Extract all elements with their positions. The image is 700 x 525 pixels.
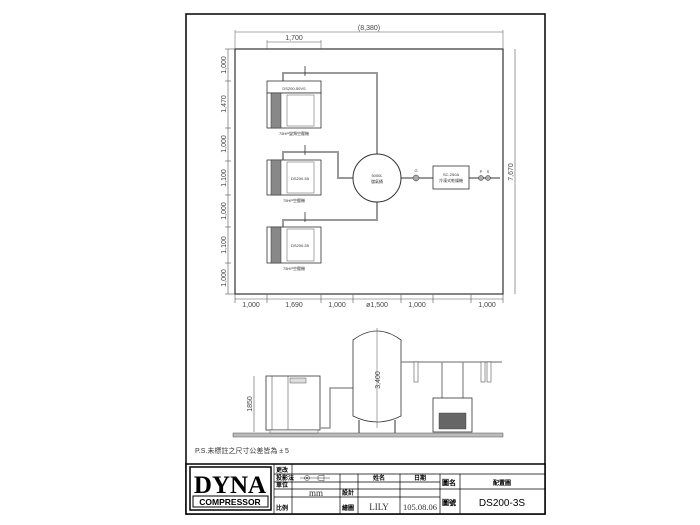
projection-label: 投影法 xyxy=(276,474,294,482)
compressor-3-caption: 75HP空壓機 xyxy=(283,265,305,271)
title-block: DYNA COMPRESSOR 更改 投影法 單位 mm 比例 設計 繪圖 姓名… xyxy=(185,463,546,515)
left-dim-6: 1,100 xyxy=(221,236,228,254)
tank-name: 儲氣桶 xyxy=(371,178,383,184)
dryer-elevation xyxy=(432,397,473,433)
plan-view: (8,380) 1,700 7,670 1,000 1,470 1,000 1,… xyxy=(221,25,516,309)
compressor-height-dim: 1850 xyxy=(247,396,254,412)
room-outline xyxy=(234,48,504,295)
left-dim-7: 1,000 xyxy=(221,269,228,287)
tank-capacity: 5000L xyxy=(371,173,383,178)
valve-g-label: G xyxy=(414,168,417,173)
top-dim: 1,700 xyxy=(285,35,303,42)
compressor-unit-3: DS200-55 75HP空壓機 xyxy=(266,226,322,271)
drawn-name: LILY xyxy=(369,502,389,512)
compressor-2-caption: 75HP空壓機 xyxy=(283,197,305,203)
left-dim-3: 1,000 xyxy=(221,135,228,153)
valve-s-icon xyxy=(485,175,491,181)
unit-label: 單位 xyxy=(276,481,288,489)
left-dim-4: 1,100 xyxy=(221,169,228,187)
compressor-3-model: DS200-55 xyxy=(291,243,310,248)
compressor-1-caption: 75HP變頻空壓機 xyxy=(279,130,309,136)
change-label: 更改 xyxy=(276,466,289,474)
air-tank-elevation: 3,400 xyxy=(352,328,402,433)
drawing-name: 配置圖 xyxy=(493,479,511,487)
compressor-elevation xyxy=(265,375,321,434)
drawing-no: DS200-3S xyxy=(479,498,525,509)
dryer-name: 冷凍式乾燥機 xyxy=(439,177,463,183)
tank-height-dim: 3,400 xyxy=(375,371,382,389)
valve-s-label: S xyxy=(487,169,490,174)
valve-p-icon xyxy=(478,175,484,181)
design-label: 設計 xyxy=(342,489,354,497)
compressor-unit-1: DS200-50VS 75HP變頻空壓機 xyxy=(266,80,322,136)
logo-compressor: COMPRESSOR xyxy=(199,497,260,507)
left-dim-5: 1,000 xyxy=(221,202,228,220)
name-header: 姓名 xyxy=(372,474,385,482)
dryer-plan: SC-250A 冷凍式乾燥機 xyxy=(432,165,470,190)
drawing-frame xyxy=(185,13,546,515)
valve-g-icon xyxy=(412,174,420,182)
unit-value: mm xyxy=(309,488,323,498)
left-dim-2: 1,470 xyxy=(221,95,228,113)
bottom-dim-2: 1,690 xyxy=(285,302,303,309)
bottom-dim-4: ø1,500 xyxy=(366,302,388,309)
date-header: 日期 xyxy=(414,474,426,482)
scale-label: 比例 xyxy=(276,504,288,512)
bottom-dim-3: 1,000 xyxy=(328,302,346,309)
air-tank-plan: 5000L 儲氣桶 xyxy=(352,153,402,203)
drawn-label: 繪圖 xyxy=(342,504,354,512)
tolerance-note: P.S.未標註之尺寸公差皆為 ± 5 xyxy=(195,446,289,455)
bottom-dim-6: 1,000 xyxy=(478,302,496,309)
overall-width-dim: (8,380) xyxy=(358,25,380,32)
compressor-2-model: DS200-55 xyxy=(291,176,310,181)
overall-height-dim: 7,670 xyxy=(508,163,515,181)
left-dim-1: 1,000 xyxy=(221,56,228,74)
bottom-dim-1: 1,000 xyxy=(242,302,260,309)
elevation-view: 1850 3,400 xyxy=(232,328,504,438)
bottom-dim-5: 1,000 xyxy=(408,302,426,309)
drawn-date: 105.08.06 xyxy=(403,502,437,512)
compressor-1-model: DS200-50VS xyxy=(282,86,306,91)
compressor-unit-2: DS200-55 75HP空壓機 xyxy=(266,159,322,203)
logo-dyna: DYNA xyxy=(194,472,266,499)
valve-p-label: P xyxy=(480,169,483,174)
floor xyxy=(232,432,504,438)
projection-symbol-icon xyxy=(300,474,330,482)
drawing-no-label: 圖號 xyxy=(442,498,456,507)
dryer-model: SC-250A xyxy=(443,172,460,177)
filter-piping xyxy=(401,361,502,398)
drawing-name-label: 圖名 xyxy=(442,478,456,487)
